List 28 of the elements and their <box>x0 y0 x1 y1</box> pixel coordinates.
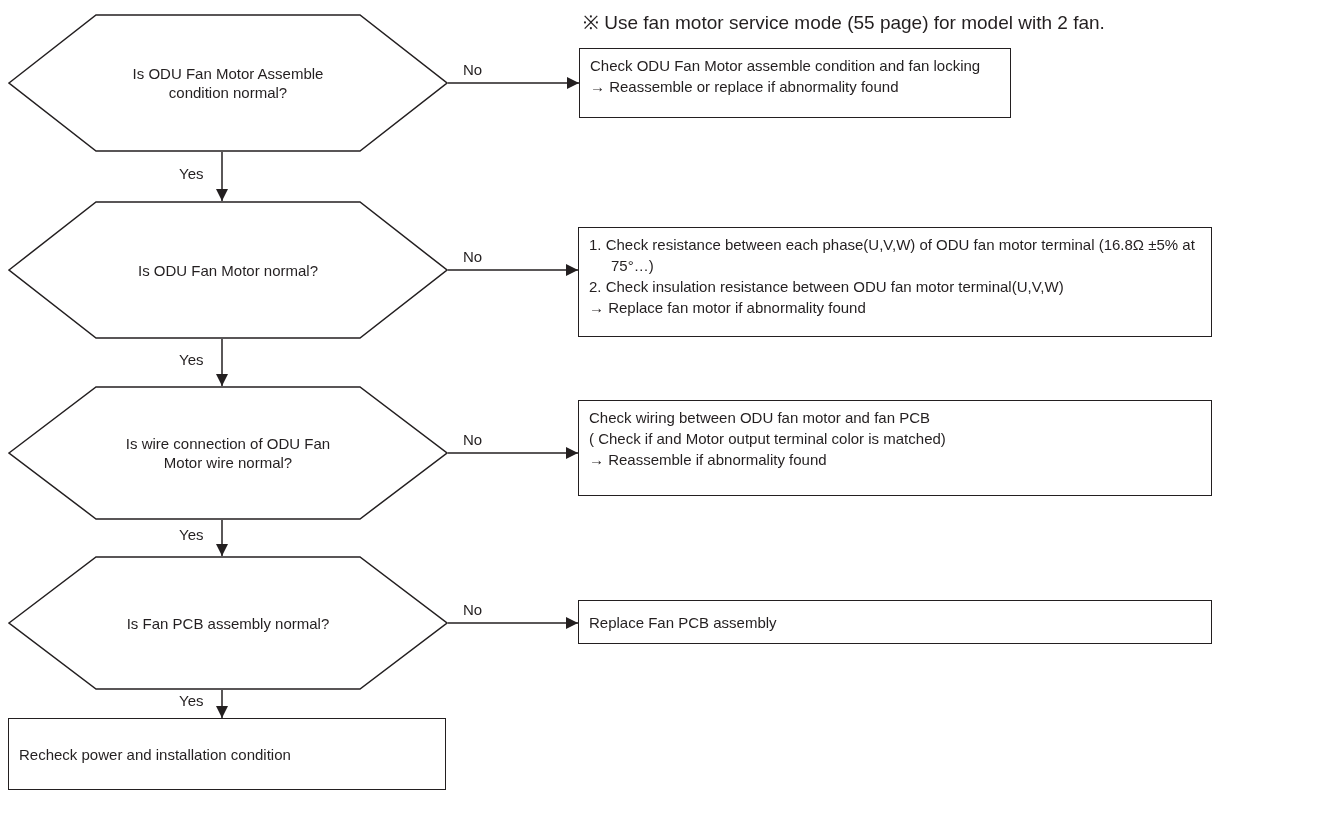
arrow <box>216 151 228 202</box>
process-box <box>8 718 446 790</box>
note-text: ※ Use fan motor service mode (55 page) for model with 2 fan. <box>583 12 1105 34</box>
question-text: Is ODU Fan Motor Assemble condition normal? <box>131 64 325 102</box>
process-box <box>579 48 1011 118</box>
arrow <box>447 77 580 89</box>
instruction-text: → Replace fan motor if abnormality found <box>589 298 867 318</box>
question-text: Is Fan PCB assembly normal? <box>126 613 330 633</box>
instruction-text: Check wiring between ODU fan motor and fan PCB <box>589 408 931 428</box>
instruction-text: ( Check if and Motor output terminal color is matched) <box>589 429 947 449</box>
arrow <box>216 338 228 387</box>
instruction-text: → Reassemble if abnormality found <box>589 450 828 470</box>
instruction-text: Check ODU Fan Motor assemble condition and fan locking <box>590 56 982 76</box>
arrow <box>216 519 228 557</box>
arrow <box>216 689 228 719</box>
instruction-text: Replace Fan PCB assembly <box>589 612 778 633</box>
instruction-text: Recheck power and installation condition <box>19 744 292 765</box>
instruction-text: 1. Check resistance between each phase(U,V,W) of ODU fan motor terminal (16.8Ω ±5% at 75°…) <box>589 235 1196 276</box>
question-text: Is ODU Fan Motor normal? <box>137 260 319 280</box>
instruction-text: 2. Check insulation resistance between ODU fan motor terminal(U,V,W) <box>589 277 1065 297</box>
arrow <box>447 447 579 459</box>
question-text: Is wire connection of ODU Fan Motor wire normal? <box>124 434 332 472</box>
process-box <box>578 400 1212 496</box>
process-box <box>578 227 1212 337</box>
process-box <box>578 600 1212 644</box>
arrow <box>447 264 579 276</box>
arrow <box>447 617 579 629</box>
instruction-text: → Reassemble or replace if abnormality found <box>590 77 900 97</box>
